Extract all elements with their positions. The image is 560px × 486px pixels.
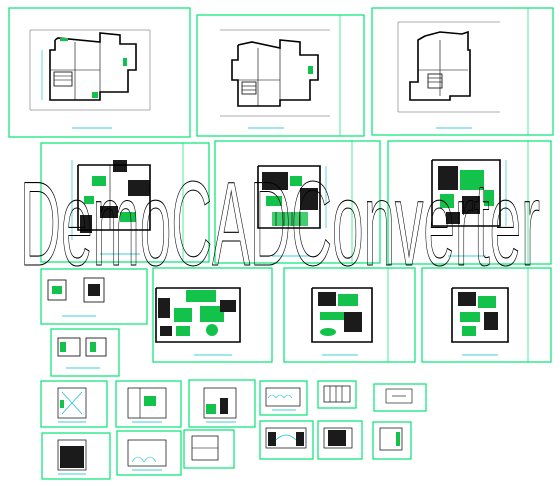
sheet-floor-plan-2 — [196, 14, 365, 137]
sheet-detailed-plan-2 — [214, 140, 381, 264]
sheet-elevation-12 — [372, 421, 412, 460]
sheet-elevation-2 — [115, 380, 182, 428]
sheet-floor-plan-3 — [371, 7, 554, 136]
sheet-floor-plan-1 — [8, 7, 191, 138]
sheet-elevation-8 — [116, 430, 182, 476]
detailed-plan-6-content — [451, 287, 509, 343]
sheet-elevation-1 — [40, 380, 108, 428]
sheet-elevation-11 — [317, 420, 363, 460]
floor-plan-1-walls — [29, 29, 151, 111]
sheet-detailed-plan-5 — [283, 267, 416, 363]
sheet-detailed-plan-3 — [387, 140, 552, 265]
sheet-elevation-7 — [41, 432, 111, 480]
sheet-elevation-9 — [183, 429, 235, 469]
detailed-plan-4-content — [155, 287, 241, 343]
sheet-detailed-plan-6 — [421, 267, 552, 363]
watermark: DemoCADConverter — [19, 156, 540, 291]
floor-plan-3-walls — [397, 21, 500, 113]
sheet-elevation-5 — [317, 380, 357, 409]
detailed-plan-5-content — [311, 287, 373, 343]
floor-plan-2-walls — [220, 29, 330, 117]
detailed-plan-2-content — [257, 165, 327, 229]
sheet-elevation-6 — [373, 383, 427, 412]
detailed-plan-3-content — [431, 159, 507, 227]
sheet-elevation-3 — [188, 379, 256, 428]
sheet-detail-small-2 — [50, 328, 120, 377]
sheet-elevation-4 — [259, 380, 308, 416]
sheet-detailed-plan-4 — [152, 267, 273, 363]
sheet-detail-small-1 — [40, 268, 148, 325]
watermark-text: DemoCADConverter — [20, 157, 540, 291]
sheet-detailed-plan-1 — [40, 142, 210, 263]
sheet-elevation-10 — [259, 420, 314, 460]
detailed-plan-1-content — [71, 160, 151, 240]
